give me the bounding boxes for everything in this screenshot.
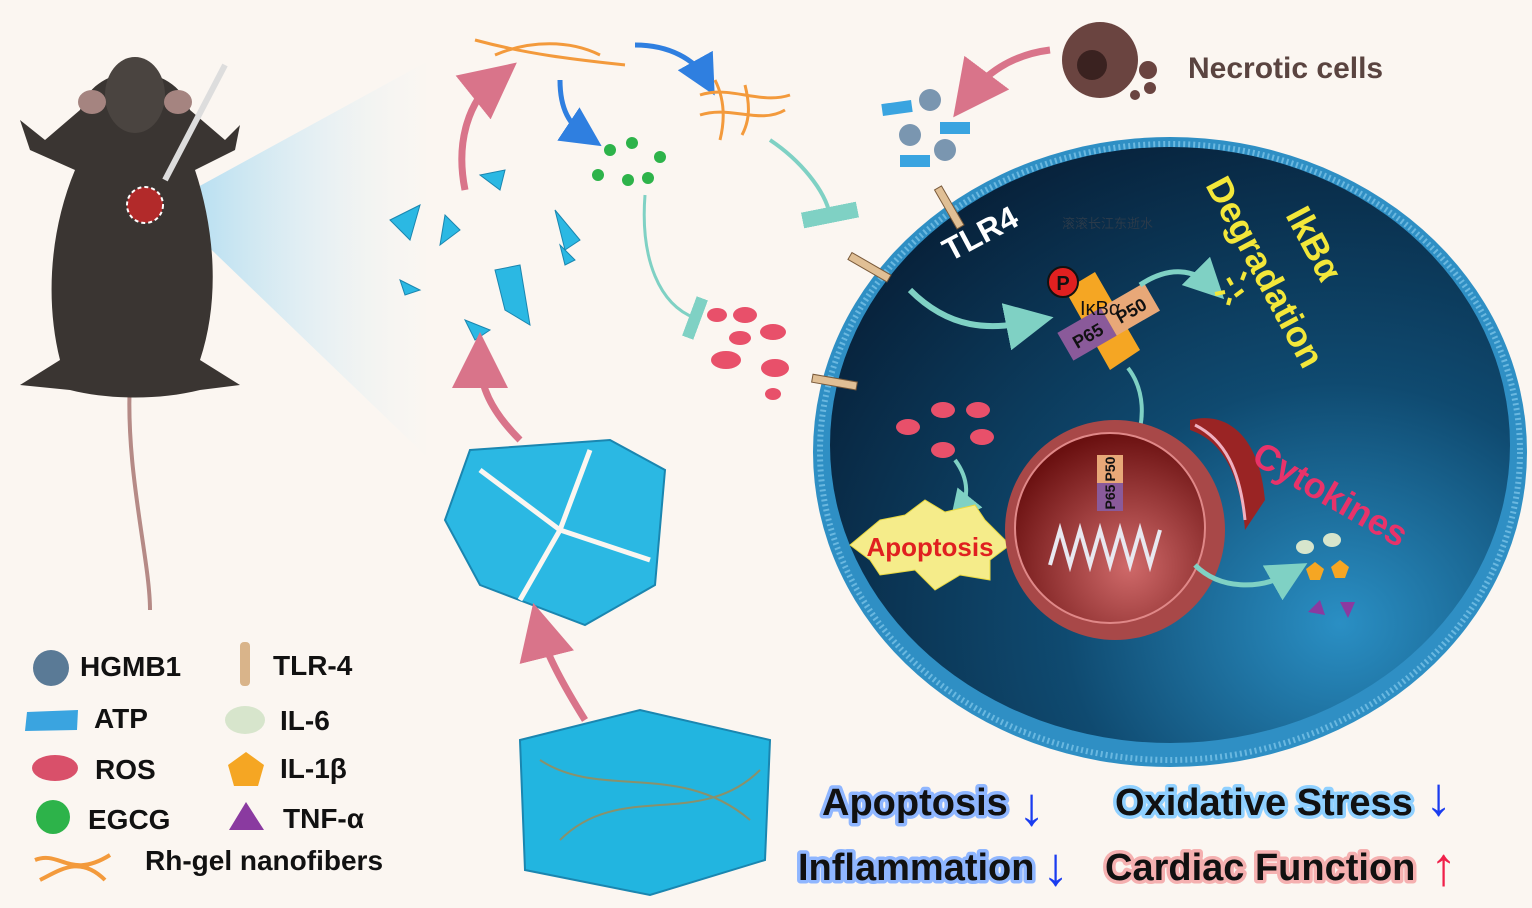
injection-site-light-cone	[165, 60, 430, 460]
nanofiber-icon	[34, 853, 112, 882]
legend-label: IL-6	[280, 705, 330, 736]
outcome-apoptosis: Apoptosis	[822, 782, 1008, 824]
damp-molecules	[881, 89, 970, 167]
legend: HGMB1 TLR-4 ATP IL-6 ROS IL-1β EGCG TNF-…	[25, 642, 383, 882]
phosphate-label: P	[1056, 273, 1069, 295]
legend-label: IL-1β	[280, 753, 347, 784]
arrow-pink-necrotic	[953, 46, 1051, 118]
mouse-tail	[127, 379, 152, 611]
rh-gel-nanofibers	[474, 38, 791, 141]
necrotic-cell-icon	[1062, 22, 1157, 100]
heart-icon	[126, 186, 164, 224]
syringe-icon	[162, 63, 228, 182]
ros-ellipse-icon	[32, 755, 78, 781]
legend-label: HGMB1	[80, 651, 181, 682]
outcome-inflammation: Inflammation	[798, 847, 1034, 889]
nucleus-p65-label: P65	[1102, 484, 1118, 509]
inhibit-arrow-2	[642, 194, 708, 340]
cytokine-molecules	[1296, 533, 1355, 618]
il1b-pentagon-icon	[228, 752, 264, 786]
hydrogel-cracked	[443, 438, 667, 627]
arrow-to-apoptosis	[950, 458, 983, 523]
dna-icon	[1048, 522, 1162, 573]
ikba-label: IκBα	[1080, 298, 1120, 320]
legend-label: TNF-α	[283, 803, 364, 834]
atp-rectangle-icon	[25, 710, 78, 731]
hydrogel-fragments	[389, 169, 581, 341]
arrow-pink-3	[455, 62, 517, 191]
legend-label: ROS	[95, 754, 156, 785]
arrow-to-degradation	[1138, 256, 1225, 300]
legend-label: TLR-4	[273, 650, 353, 681]
down-arrow-icon: ↓	[1018, 777, 1045, 837]
endoplasmic-reticulum	[1190, 418, 1265, 530]
legend-label: Rh-gel nanofibers	[145, 845, 383, 876]
outcomes: Apoptosis ↓ Oxidative Stress ↓ Inflammat…	[795, 767, 1458, 897]
arrow-pink-2	[452, 332, 523, 443]
hgmb1-sphere-icon	[33, 650, 69, 686]
inhibit-arrow-1	[768, 138, 860, 229]
hydrogel-block	[518, 708, 772, 897]
tlr4-receptor-icon	[240, 642, 250, 686]
apoptosis-label: Apoptosis	[866, 532, 993, 562]
legend-label: EGCG	[88, 804, 170, 835]
tlr4-receptor-icon	[811, 185, 965, 391]
ros-molecules-inside	[896, 402, 994, 458]
outcome-cardiac-function: Cardiac Function	[1105, 847, 1415, 889]
degradation-fragments	[1214, 271, 1247, 306]
mouse-illustration	[20, 57, 240, 611]
arrow-blue-1	[634, 42, 715, 96]
arrow-tlr4-to-nfkb	[907, 287, 1054, 351]
phosphate-icon	[1047, 266, 1079, 298]
il6-ellipse-icon	[225, 706, 265, 734]
up-arrow-icon: ↑	[1430, 837, 1457, 897]
apoptosis-burst	[849, 499, 1011, 591]
arrow-pink-1	[519, 602, 588, 722]
nucleus-p50-label: P50	[1102, 456, 1118, 481]
nucleus: P50 P65	[1005, 420, 1225, 640]
necrotic-cells-label: Necrotic cells	[1188, 52, 1383, 85]
down-arrow-icon: ↓	[1425, 767, 1452, 827]
nfkb-complex: P50 P65 IκBα P	[1047, 266, 1160, 370]
egcg-molecules	[592, 137, 666, 186]
arrow-to-cytokines	[1193, 563, 1308, 601]
outcome-oxidative-stress: Oxidative Stress	[1115, 782, 1413, 824]
egcg-sphere-icon	[36, 800, 70, 834]
watermark: 滚滚长江东逝水	[1062, 216, 1153, 232]
legend-label: ATP	[94, 703, 148, 734]
down-arrow-icon: ↓	[1042, 837, 1069, 897]
arrow-blue-2	[557, 79, 602, 147]
ros-molecules-outside	[707, 307, 789, 400]
tnfa-triangle-icon	[229, 802, 264, 830]
